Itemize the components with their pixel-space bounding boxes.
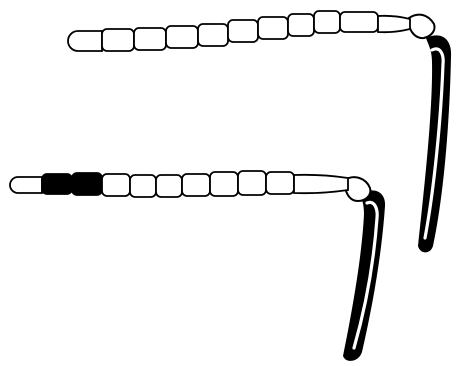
upper-antenna-flagellomere-11 <box>378 16 410 32</box>
upper-antenna-flagellomere-3 <box>134 28 166 50</box>
lower-antenna-flagellomere-11 <box>294 175 348 193</box>
lower-flagellum <box>10 171 348 197</box>
lower-antenna-flagellomere-2 <box>42 174 72 194</box>
lower-antenna-flagellomere-10 <box>266 172 294 194</box>
lower-antenna <box>10 171 385 361</box>
upper-antenna <box>68 11 451 252</box>
lower-antenna-flagellomere-1 <box>10 177 42 193</box>
upper-flagellum <box>68 11 410 51</box>
lower-antenna-flagellomere-8 <box>210 172 238 196</box>
upper-antenna-flagellomere-4 <box>166 26 198 48</box>
upper-antenna-flagellomere-10 <box>340 12 378 32</box>
lower-antenna-flagellomere-5 <box>130 175 156 197</box>
lower-antenna-flagellomere-4 <box>102 174 130 196</box>
lower-antenna-flagellomere-7 <box>182 174 210 196</box>
upper-antenna-flagellomere-2 <box>102 29 134 51</box>
lower-scape <box>343 190 385 361</box>
upper-antenna-flagellomere-1 <box>68 31 102 51</box>
lower-antenna-flagellomere-3 <box>72 173 102 195</box>
upper-antenna-flagellomere-6 <box>228 20 258 42</box>
upper-antenna-flagellomere-7 <box>258 17 288 39</box>
lower-antenna-flagellomere-6 <box>156 175 182 197</box>
upper-antenna-flagellomere-8 <box>288 14 314 36</box>
upper-scape <box>418 35 451 252</box>
upper-antenna-flagellomere-9 <box>314 11 340 33</box>
upper-antenna-flagellomere-5 <box>198 24 228 46</box>
lower-antenna-flagellomere-9 <box>238 171 266 195</box>
upper-pedicel <box>409 15 435 38</box>
